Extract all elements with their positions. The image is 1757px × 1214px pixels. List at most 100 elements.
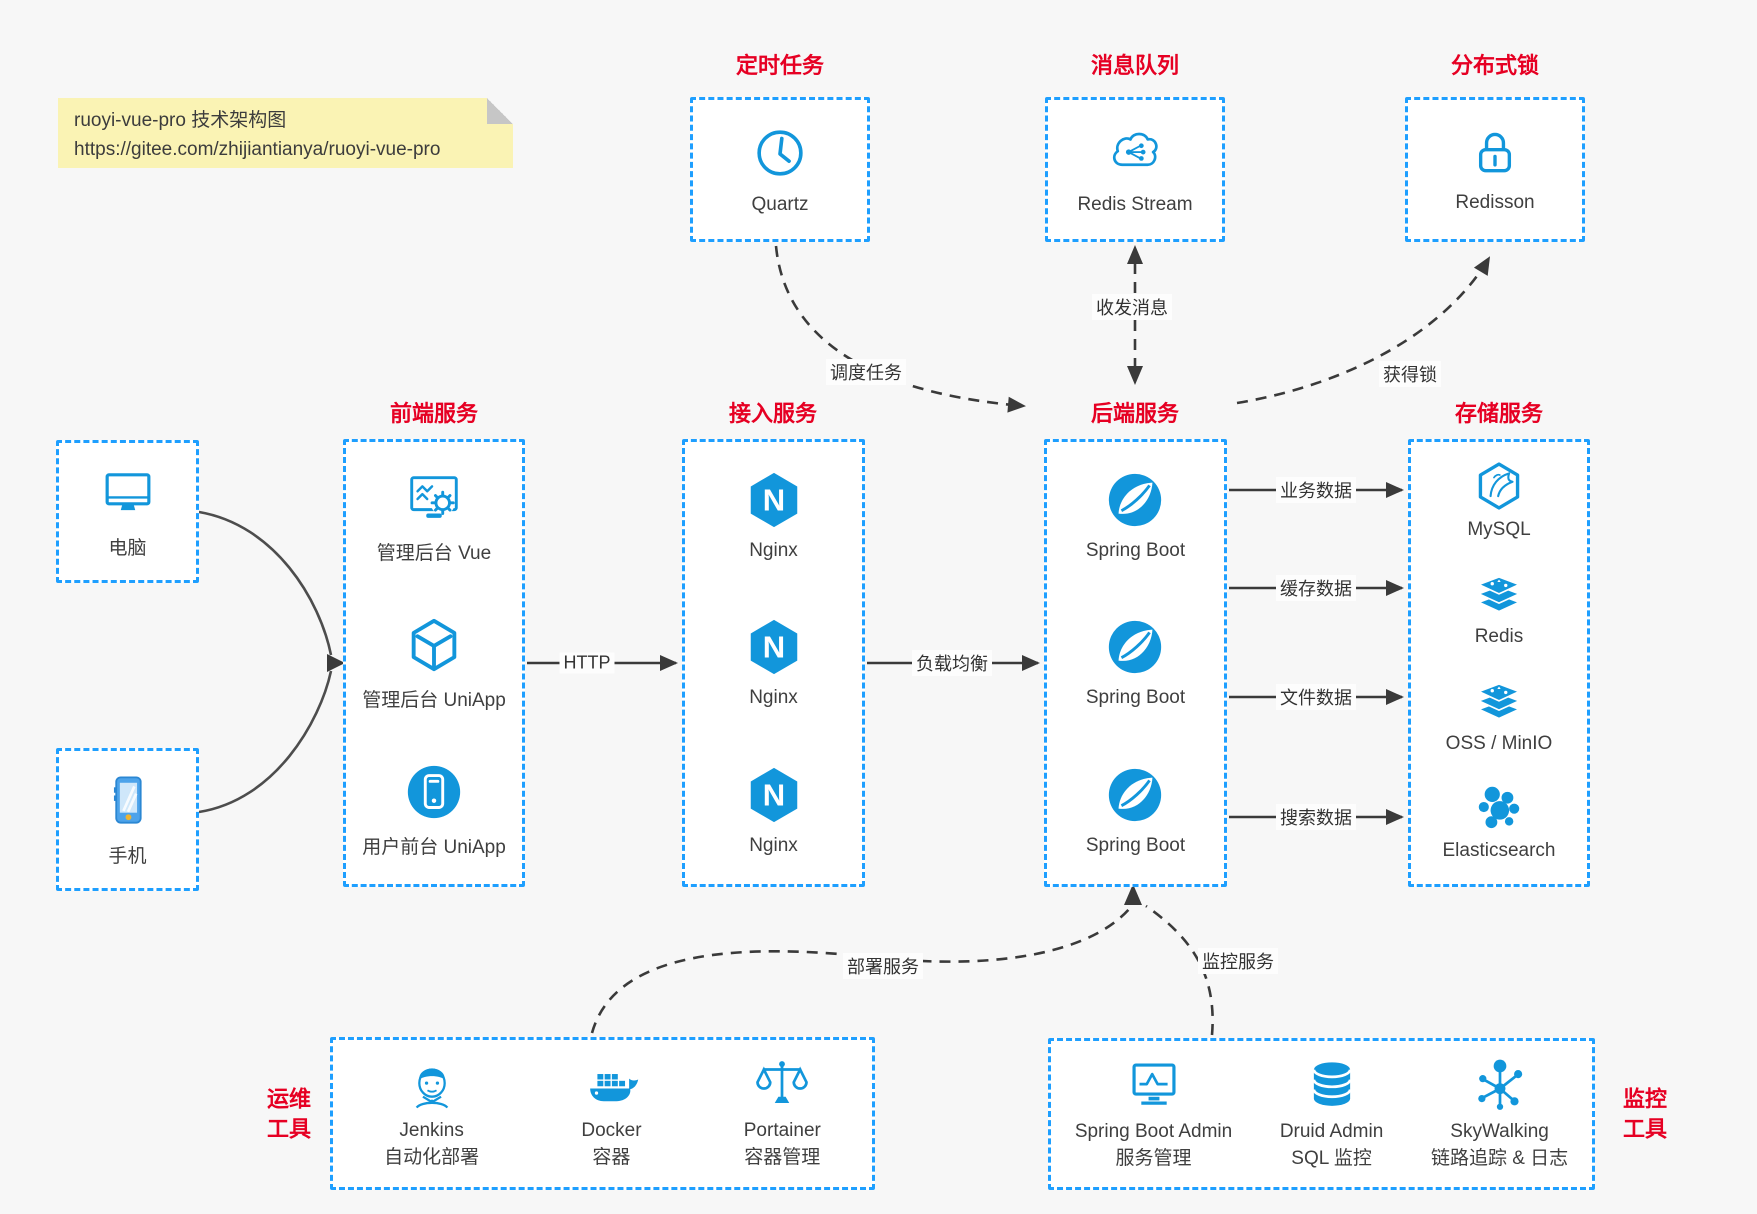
title-distributed-lock: 分布式锁	[1450, 53, 1540, 78]
edge-deploy-service	[590, 907, 1131, 1034]
box-gateway-services: Nginx Nginx Nginx	[682, 439, 865, 887]
monitor-item-druid: Druid Admin SQL 监控	[1280, 1056, 1384, 1172]
deploy-monitor-arrowhead	[1124, 884, 1142, 905]
edge-acquire-lock	[1236, 256, 1491, 405]
merge-arrowhead	[327, 654, 345, 672]
message-arrowhead-up	[1127, 245, 1143, 264]
box-frontend-services: 管理后台 Vue 管理后台 UniApp 用户前台 UniApp	[343, 439, 525, 887]
title-monitor-line1: 监控	[1622, 1086, 1668, 1112]
title-message-queue: 消息队列	[1090, 53, 1180, 78]
label-cache-data: 缓存数据	[1276, 575, 1356, 601]
box-redis-stream: Redis Stream	[1045, 97, 1225, 242]
title-frontend-services: 前端服务	[389, 401, 479, 426]
elasticsearch-label: Elasticsearch	[1442, 839, 1556, 861]
skywalking-labels: SkyWalking 链路追踪 & 日志	[1431, 1119, 1568, 1172]
title-gateway-services: 接入服务	[728, 401, 818, 426]
oss-minio-label: OSS / MinIO	[1445, 732, 1553, 754]
docker-labels: Docker 容器	[581, 1118, 641, 1171]
box-monitor-tools: Spring Boot Admin 服务管理 Druid Admin SQL 监…	[1048, 1038, 1595, 1190]
sb-admin-name: Spring Boot Admin	[1074, 1120, 1233, 1142]
title-storage-services: 存储服务	[1454, 401, 1544, 426]
gateway-item-nginx-3: Nginx	[743, 764, 805, 857]
user-uniapp-label: 用户前台 UniApp	[362, 837, 506, 859]
spring-boot-icon	[1104, 616, 1166, 678]
title-devops-line2: 工具	[266, 1116, 312, 1141]
spring-label-1: Spring Boot	[1085, 540, 1186, 562]
devops-item-portainer: Portainer 容器管理	[744, 1055, 821, 1171]
label-search-data: 搜索数据	[1276, 804, 1356, 830]
redisson-label: Redisson	[1455, 191, 1535, 213]
portainer-labels: Portainer 容器管理	[744, 1118, 821, 1171]
storage-item-elasticsearch: Elasticsearch	[1443, 780, 1556, 862]
monitor-item-sb-admin: Spring Boot Admin 服务管理	[1075, 1056, 1232, 1172]
cloud-stream-icon	[1106, 124, 1164, 182]
portainer-icon	[753, 1055, 811, 1113]
note-fold-corner	[487, 98, 513, 124]
uniapp-cube-icon	[403, 614, 465, 676]
pc-label: 电脑	[108, 538, 147, 559]
frontend-item-admin-vue: 管理后台 Vue	[377, 467, 491, 565]
oss-minio-icon	[1472, 673, 1526, 727]
skywalking-name: SkyWalking	[1450, 1120, 1549, 1142]
desktop-icon	[99, 463, 157, 521]
backend-item-spring-1: Spring Boot	[1086, 469, 1185, 562]
label-schedule-task: 调度任务	[826, 359, 906, 385]
frontend-item-admin-uniapp: 管理后台 UniApp	[362, 614, 506, 712]
nginx-label-1: Nginx	[749, 540, 798, 562]
docker-icon	[582, 1055, 640, 1113]
smartphone-icon	[99, 771, 157, 829]
redis-stream-label: Redis Stream	[1077, 193, 1193, 215]
phone-label: 手机	[108, 846, 147, 867]
label-deploy-service: 部署服务	[843, 953, 923, 979]
skywalking-icon	[1471, 1056, 1529, 1114]
nginx-icon	[743, 616, 805, 678]
frontend-item-user-uniapp: 用户前台 UniApp	[362, 761, 506, 859]
storage-item-redis: Redis	[1472, 566, 1526, 648]
admin-vue-label: 管理后台 Vue	[376, 542, 492, 564]
devops-item-jenkins: Jenkins 自动化部署	[384, 1055, 479, 1171]
elasticsearch-icon	[1472, 780, 1526, 834]
jenkins-icon	[403, 1055, 461, 1113]
title-scheduled-tasks: 定时任务	[735, 53, 825, 78]
portainer-name: Portainer	[743, 1120, 821, 1142]
druid-database-icon	[1303, 1056, 1361, 1114]
monitor-item-skywalking: SkyWalking 链路追踪 & 日志	[1431, 1056, 1568, 1172]
label-monitor-service: 监控服务	[1198, 948, 1278, 974]
devops-item-docker: Docker 容器	[581, 1055, 642, 1171]
title-devops-tools: 运维 工具	[267, 1084, 311, 1143]
label-load-balance: 负载均衡	[912, 650, 992, 676]
spring-label-2: Spring Boot	[1085, 687, 1186, 709]
druid-desc: SQL 监控	[1291, 1147, 1372, 1169]
docker-desc: 容器	[592, 1147, 631, 1168]
user-app-icon	[403, 761, 465, 823]
sb-admin-desc: 服务管理	[1115, 1147, 1192, 1169]
edge-phone-to-frontend	[198, 670, 333, 814]
backend-item-spring-2: Spring Boot	[1086, 616, 1185, 709]
title-devops-line1: 运维	[266, 1086, 312, 1112]
label-file-data: 文件数据	[1276, 684, 1356, 710]
quartz-label: Quartz	[751, 193, 809, 215]
message-arrowhead-down	[1127, 366, 1143, 385]
storage-item-mysql: MySQL	[1467, 459, 1531, 541]
label-message-exchange: 收发消息	[1092, 294, 1172, 320]
label-business-data: 业务数据	[1276, 477, 1356, 503]
title-monitor-tools: 监控 工具	[1623, 1084, 1667, 1143]
title-monitor-line2: 工具	[1622, 1116, 1668, 1141]
nginx-label-3: Nginx	[749, 834, 798, 856]
title-backend-services: 后端服务	[1090, 401, 1180, 426]
sb-admin-labels: Spring Boot Admin 服务管理	[1075, 1119, 1232, 1172]
box-phone-client: 手机	[56, 748, 199, 891]
padlock-icon	[1468, 126, 1522, 180]
backend-item-spring-3: Spring Boot	[1086, 764, 1185, 857]
admin-uniapp-label: 管理后台 UniApp	[362, 689, 506, 711]
note-title: ruoyi-vue-pro 技术架构图	[74, 110, 287, 131]
box-quartz: Quartz	[690, 97, 870, 242]
druid-labels: Druid Admin SQL 监控	[1280, 1119, 1384, 1172]
box-devops-tools: Jenkins 自动化部署 Docker 容器 Portainer 容器管理	[330, 1037, 875, 1190]
skywalking-desc: 链路追踪 & 日志	[1430, 1147, 1569, 1169]
mysql-label: MySQL	[1467, 518, 1531, 540]
druid-name: Druid Admin	[1279, 1120, 1384, 1142]
spring-boot-admin-icon	[1125, 1056, 1183, 1114]
jenkins-labels: Jenkins 自动化部署	[384, 1118, 479, 1171]
